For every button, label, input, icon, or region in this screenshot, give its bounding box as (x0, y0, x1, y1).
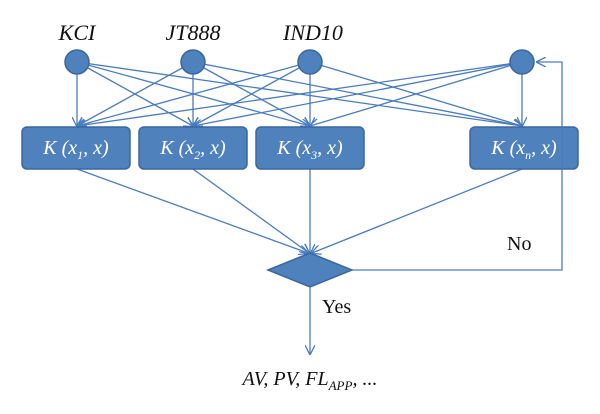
input-kernel-connections (77, 61, 522, 126)
no-label: No (507, 233, 531, 255)
output-label: AV, PV, FLAPP, ... (241, 368, 378, 393)
input-node-kci (64, 49, 90, 75)
kernel-box-1: K (x1, x) (21, 126, 131, 170)
kernel-label-2: K (x2, x) (159, 137, 226, 162)
kernel-label-3: K (x3, x) (276, 137, 343, 162)
input-node-jt888 (180, 49, 206, 75)
input-label-jt888: JT888 (166, 20, 221, 45)
yes-label: Yes (322, 296, 351, 318)
no-feedback-loop (352, 62, 563, 271)
input-label-kci: KCI (58, 20, 97, 45)
input-label-ind10: IND10 (282, 20, 343, 45)
kernel-box-n: K (xn, x) (469, 126, 579, 170)
kernel-box-2: K (x2, x) (138, 126, 248, 170)
input-node-ind10 (297, 49, 323, 75)
input-node-n (509, 49, 535, 75)
input-nodes (64, 49, 535, 75)
kernel-label-n: K (xn, x) (490, 137, 557, 162)
kernel-decision-connections (76, 168, 523, 253)
kernel-box-3: K (x3, x) (255, 126, 365, 170)
kernel-label-1: K (x1, x) (42, 137, 109, 162)
decision-diamond (266, 252, 354, 288)
